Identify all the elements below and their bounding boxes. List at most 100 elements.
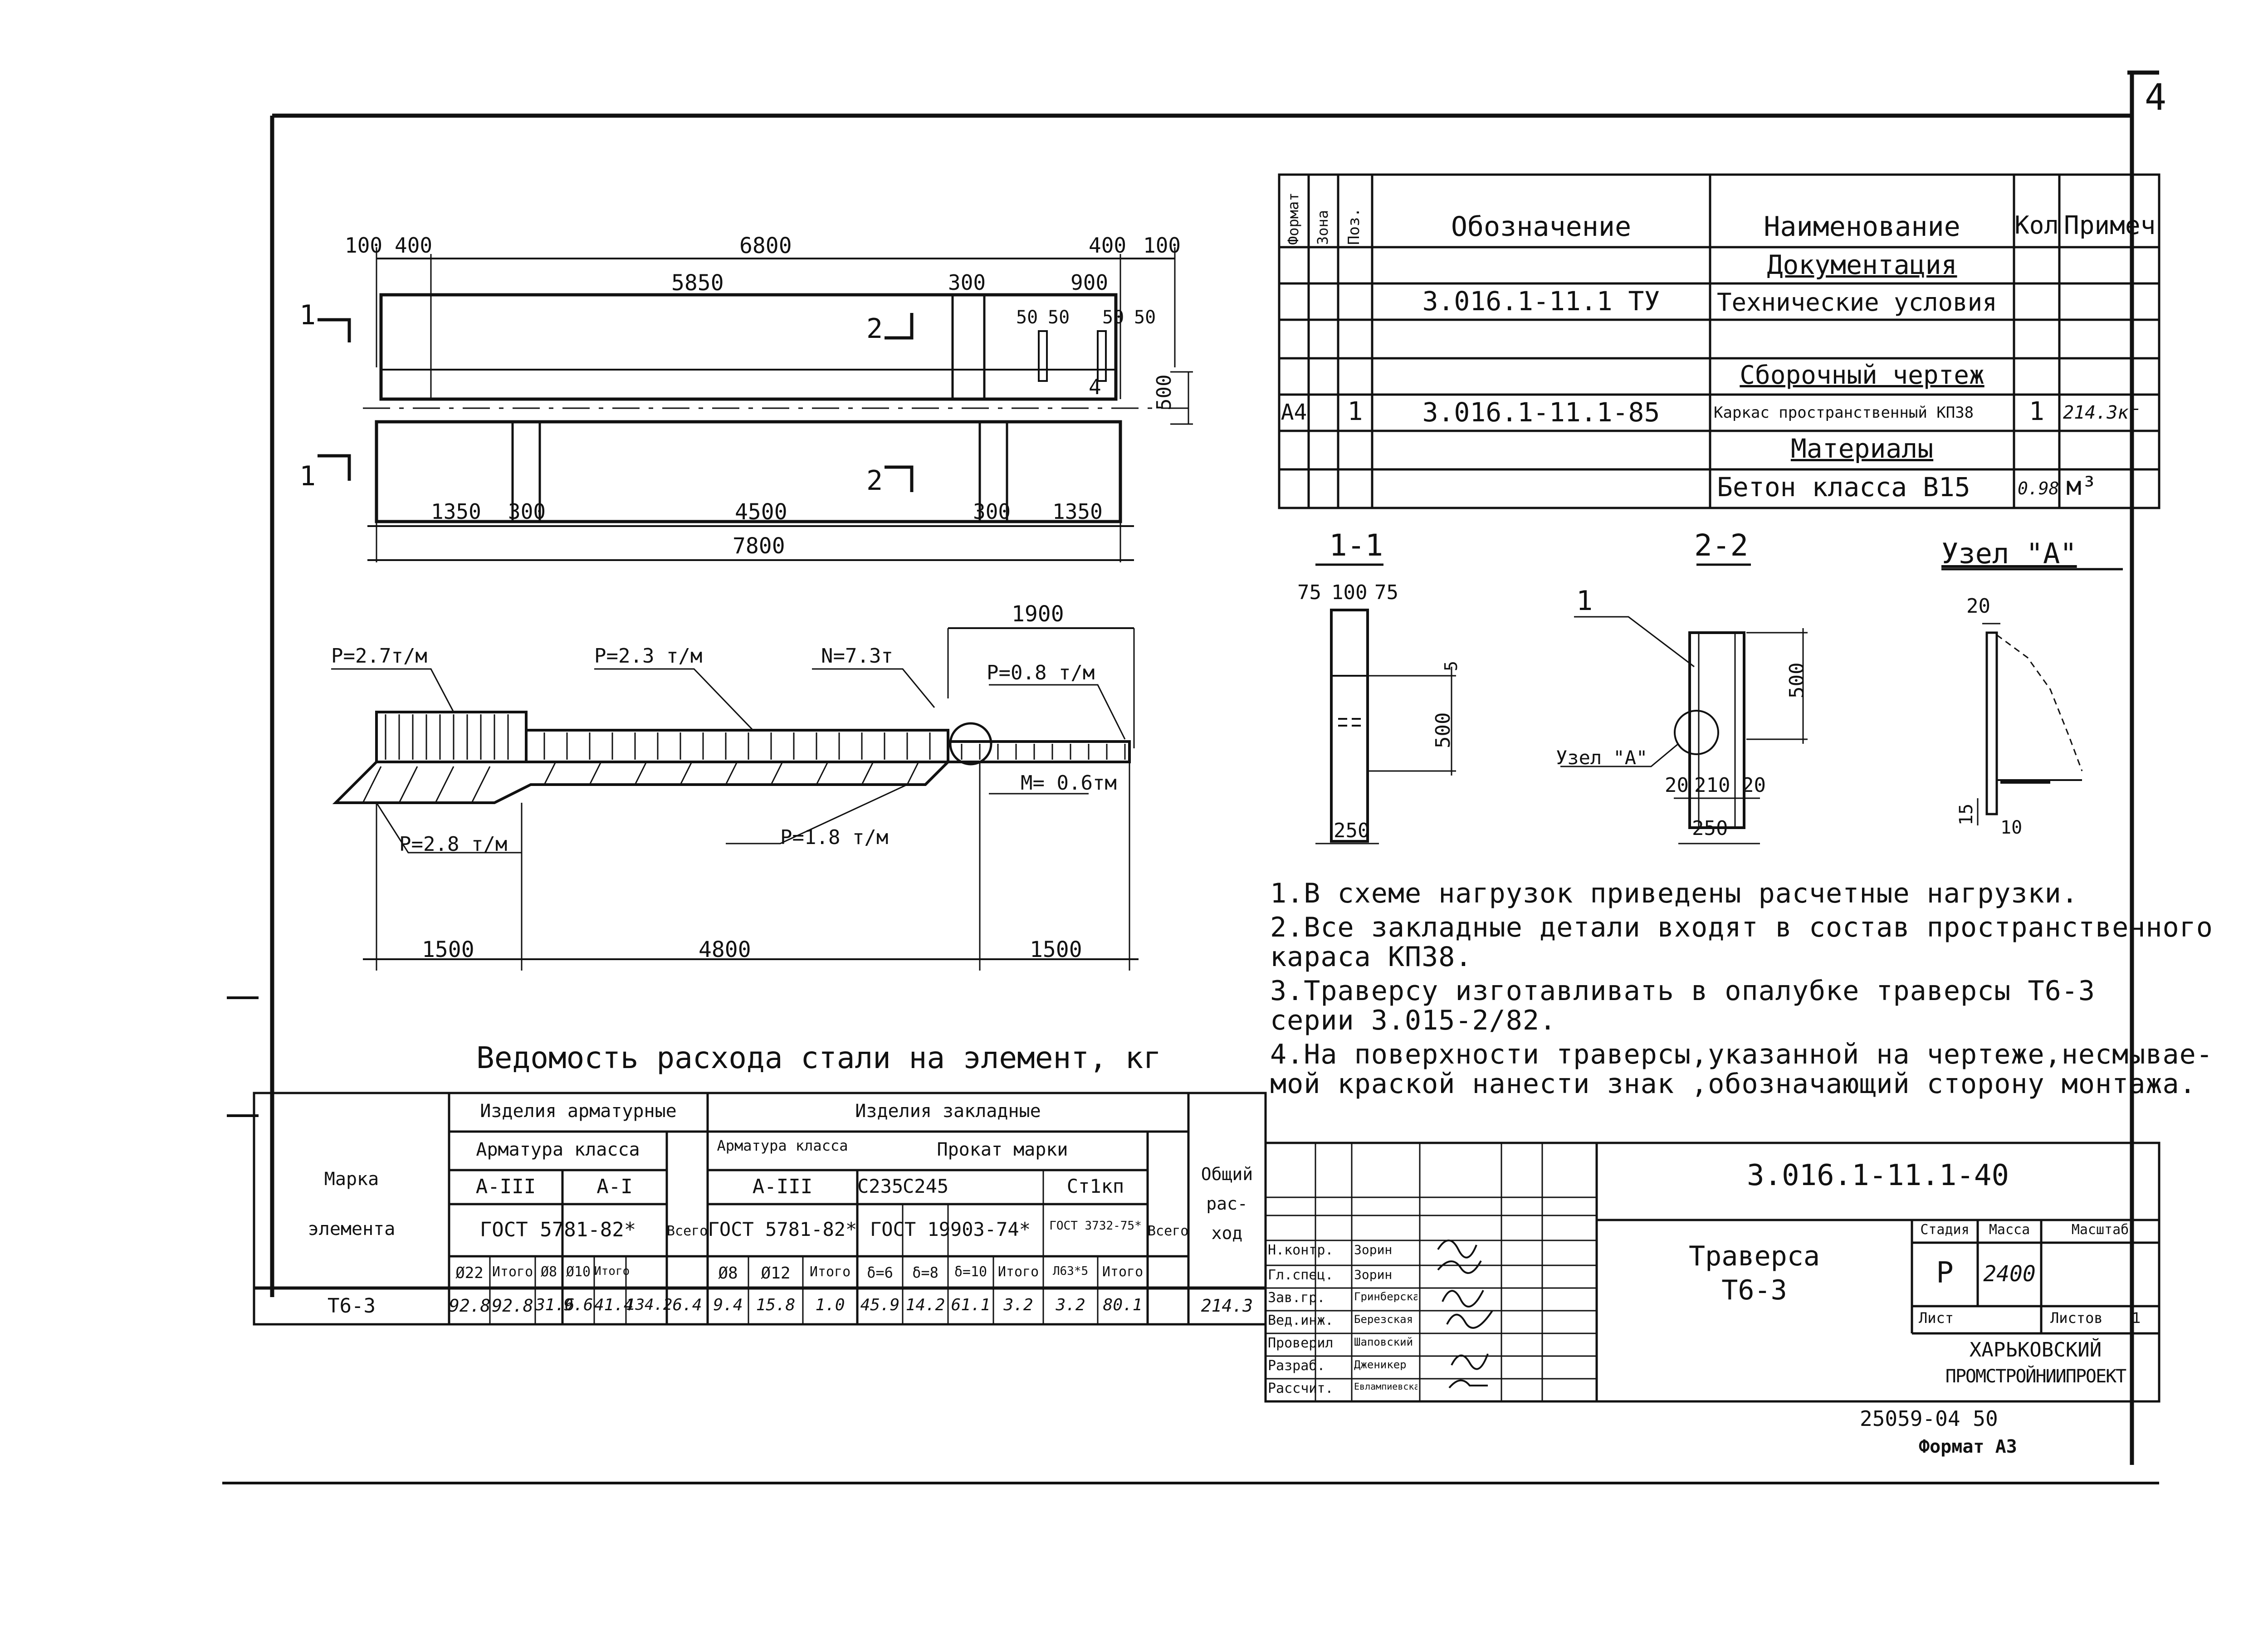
steel-total-label-3: ход [1211,1223,1243,1243]
role-1: Н.контр. [1268,1242,1334,1258]
steel-sub-1: Ø22 [455,1264,484,1282]
steel-val-9: 15.8 [756,1296,796,1314]
section-2-2-dim-h: 500 [1785,662,1809,698]
steel-sub-4: Ø10 [566,1264,591,1280]
steel-col-mark-2: элемента [308,1219,396,1239]
load-p5: P=1.8 т/м [780,826,889,849]
section-2-2-dim-1: 20 [1665,774,1689,797]
title-mass: 2400 [1983,1261,2036,1287]
spec-table-grid [1278,173,2160,509]
note-4-cont: мой краской нанести знак ,обозначающий с… [1270,1068,2196,1100]
archive-number: 25059-04 50 [1860,1406,1998,1431]
steel-sub-6: Ø8 [718,1264,738,1283]
section-2-2-leader: 1 [1576,585,1593,617]
steel-total-label-1: Общий [1201,1164,1253,1184]
note-2: 2.Все закладные детали входят в состав п… [1270,912,2213,943]
steel-sub-9: δ=6 [867,1264,893,1281]
name-5: Шаповский [1354,1337,1413,1347]
dim-bottom-4: 300 [973,499,1011,524]
steel-col-mark-1: Марка [324,1169,379,1190]
section-mark-2-top: 2 [866,313,883,345]
dim-top-3: 6800 [739,233,792,259]
steel-val-8: 9.4 [713,1296,743,1314]
steel-vsego-2: Всего [1148,1223,1189,1239]
signature-marks [1437,1239,1493,1389]
spec-row-cage-designation: 3.016.1-11.1-85 [1422,397,1660,428]
spec-row-cage-name: Каркас пространственный КП38 [1714,404,1974,422]
name-7: Евлампиевская [1354,1382,1418,1391]
section-1-1-title: 1-1 [1329,528,1383,563]
dim-small-4: 50 [1134,307,1156,328]
load-p2: P=2.3 т/м [594,644,703,668]
steel-val-5: 41.4 [594,1296,634,1314]
format-label: Формат А3 [1919,1436,2017,1457]
spec-row-cage-format: А4 [1281,400,1307,425]
title-stage: Р [1936,1256,1954,1290]
load-dim-2: 4800 [699,937,751,962]
node-a-dim-bottom: 10 [2000,817,2023,838]
steel-sub-7: Ø12 [761,1264,791,1283]
section-2-2-dim-2: 210 [1694,774,1730,797]
load-m: M= 0.6тм [1021,771,1117,795]
name-1: Зорин [1354,1244,1393,1256]
dim-inner-3: 900 [1070,270,1109,295]
steel-sub-2: Итого [492,1264,533,1280]
role-4: Вед.инж. [1268,1313,1334,1328]
spec-header-name: Наименование [1764,211,1960,243]
steel-val-10: 1.0 [815,1296,845,1314]
steel-rebar-class: Арматура класса [476,1139,640,1160]
section-2-2 [1560,563,1808,844]
title-name-2: Т6-3 [1721,1274,1787,1306]
steel-table-title: Ведомость расхода стали на элемент, кг [476,1040,1161,1075]
steel-embed-rebar: Арматура класса [717,1137,848,1154]
node-a-dim-top: 20 [1966,595,1990,618]
title-mass-label: Масса [1989,1222,2030,1238]
steel-val-2: 92.8 [492,1296,533,1316]
beam-plan [318,247,1193,562]
note-3: 3.Траверсу изготавливать в опалубке трав… [1270,975,2096,1007]
steel-val-3: 31.6 [535,1296,575,1314]
spec-row-documentation: Документация [1767,249,1957,280]
role-3: Зав.гр. [1268,1290,1325,1306]
steel-total-label-2: рас- [1206,1194,1248,1214]
dim-top-1: 100 [345,233,383,258]
dim-small-2: 50 [1048,307,1070,328]
steel-c245: С245 [903,1175,949,1197]
section-1-1-dim-b: 100 [1331,581,1368,604]
dim-bottom-2: 300 [508,499,546,524]
steel-prokat: Прокат марки [937,1139,1068,1160]
steel-row-mark: Т6-3 [327,1294,376,1318]
steel-embed-a3: А-III [752,1175,813,1198]
dim-top-5: 100 [1143,233,1181,258]
steel-val-13: 61.1 [951,1296,991,1314]
section-1-1 [1315,563,1456,844]
note-3-cont: серии 3.015-2/82. [1270,1005,1557,1036]
section-1-1-dim-b-width: 250 [1334,819,1370,842]
title-stage-label: Стадия [1920,1222,1970,1238]
node-a-title: Узел "А" [1941,537,2077,570]
load-p3: P=0.8 т/м [987,661,1095,684]
section-1-1-dim-h: 500 [1432,712,1455,748]
steel-group-embed: Изделия закладные [855,1101,1041,1122]
spec-row-concrete: Бетон класса В15 [1717,472,1970,503]
section-mark-1-bottom: 1 [299,460,316,492]
steel-val-total: 214.3 [1201,1296,1253,1316]
steel-c235: С235 [857,1175,904,1197]
steel-st1kp: Ст1кп [1066,1175,1124,1197]
title-sheet-label: Лист [1919,1309,1954,1327]
dim-inner-2: 300 [948,270,986,295]
steel-sub-5: Итого [594,1264,630,1278]
steel-sub-10: δ=8 [912,1264,938,1281]
load-p4: P=2.8 т/м [399,833,508,856]
section-2-2-title: 2-2 [1694,528,1749,563]
section-1-1-dim-s: 5 [1441,661,1461,671]
spec-header-format: Формат [1285,192,1302,245]
pos-label: 4 [1089,375,1101,399]
steel-a3: А-III [475,1175,536,1198]
steel-group-rebar: Изделия арматурные [480,1101,677,1122]
title-code: 3.016.1-11.1-40 [1747,1159,2009,1192]
dim-top-4: 400 [1089,233,1127,258]
spec-row-tu-designation: 3.016.1-11.1 ТУ [1422,286,1660,317]
steel-sub-13: Л63*5 [1052,1264,1089,1278]
